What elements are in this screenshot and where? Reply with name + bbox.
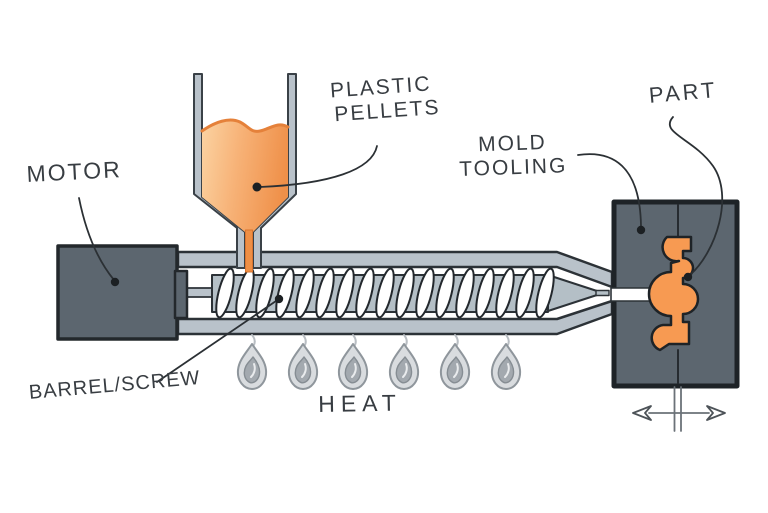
pellets-fill	[202, 120, 288, 271]
heat-flames	[236, 334, 522, 390]
leader-lines	[78, 116, 724, 383]
pellets-leader-dot	[252, 182, 262, 192]
plastic-pellets-label: PLASTIC PELLETS	[322, 72, 441, 127]
flame-icon	[490, 334, 522, 390]
mold-leader-dot	[636, 225, 646, 235]
flame-icon	[388, 334, 420, 390]
pellet-stream	[245, 229, 253, 273]
motor-leader-dot	[110, 277, 120, 287]
mold-tooling-label: MOLD TOOLING	[458, 130, 568, 181]
screw-coils	[211, 266, 559, 320]
hopper	[193, 73, 297, 273]
arrow-right-icon	[706, 405, 726, 421]
mold-leader-line	[577, 153, 642, 227]
clamp-motion-indicator	[632, 386, 726, 432]
part-leader-line	[668, 116, 724, 276]
pellets-surface-line	[200, 118, 290, 133]
barrel-leader-line	[156, 300, 277, 383]
part-leader-dot	[683, 272, 693, 282]
motor-leader-line	[78, 197, 115, 281]
motor-label: MOTOR	[25, 156, 123, 187]
flame-icon	[337, 334, 369, 390]
flame-icon	[439, 334, 471, 390]
arrow-left-icon	[632, 405, 652, 421]
hopper-left-wall	[193, 73, 246, 269]
screw-tip-cone	[547, 274, 598, 312]
screw-tip-needle	[595, 289, 610, 297]
hopper-right-wall	[252, 73, 297, 269]
flame-icon	[236, 334, 268, 390]
barrel-leader-dot	[274, 294, 284, 304]
pellets-leader-line	[259, 145, 378, 188]
extruder-screw	[211, 266, 610, 320]
motor-shaft	[183, 287, 215, 298]
heat-label: HEAT	[317, 389, 403, 417]
motor-body	[56, 244, 189, 341]
mold-tooling-label-line2: TOOLING	[458, 153, 568, 181]
flame-icon	[287, 334, 319, 390]
